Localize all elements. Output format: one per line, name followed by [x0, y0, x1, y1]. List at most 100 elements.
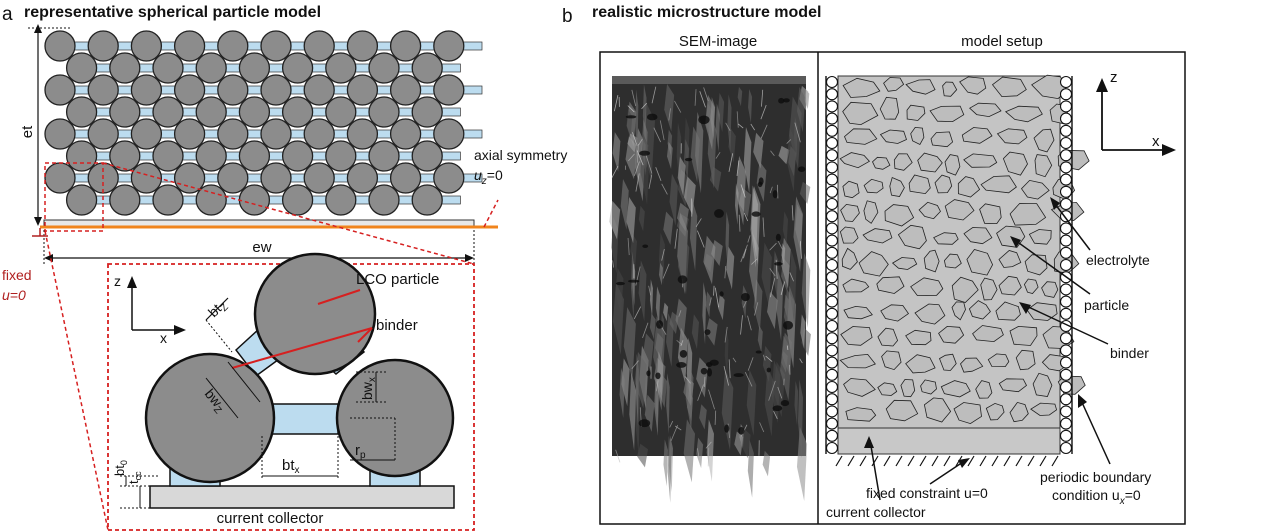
panel-b-letter: b — [562, 6, 573, 27]
stack-particle — [260, 30, 292, 62]
stack-particle — [303, 118, 335, 150]
stack-particle — [433, 30, 465, 62]
stack-particle — [325, 184, 357, 216]
stack-particle — [130, 74, 163, 106]
stack-particle — [217, 30, 249, 62]
periodic-eq: =0 — [1125, 487, 1141, 503]
stack-particle — [44, 118, 76, 150]
stack-particle — [389, 162, 422, 194]
stack-particle — [87, 74, 119, 106]
stack-particle — [346, 118, 379, 150]
bwx-sub: x — [367, 377, 378, 382]
stack-particle — [44, 162, 76, 194]
stack-particle — [152, 96, 184, 128]
binder-leader-left — [231, 327, 373, 369]
fixed-support — [32, 228, 48, 237]
svg-text:btZ: btZ — [205, 296, 231, 322]
stack-particle — [173, 74, 206, 106]
et-arrow-bottom — [34, 217, 42, 226]
rp-sub: p — [360, 450, 366, 461]
model-leaders — [869, 199, 1111, 501]
stack-particle — [109, 52, 141, 84]
et-label: et — [19, 125, 36, 138]
stack-particle — [109, 96, 141, 128]
stack-particle — [260, 118, 292, 150]
stack-particle — [303, 30, 335, 62]
stack-particle — [281, 96, 314, 128]
fixed-label: fixed — [2, 267, 32, 283]
stack-particle — [152, 140, 184, 172]
ew-label: ew — [252, 239, 271, 256]
tcc-label: t — [126, 480, 141, 484]
stack-particle — [238, 96, 271, 128]
model-binder-label: binder — [1110, 345, 1149, 361]
stack-particle — [65, 52, 98, 84]
stack-particle — [325, 52, 357, 84]
detail-particle-top — [253, 252, 377, 376]
stack-particle — [260, 74, 292, 106]
stack-particle — [368, 184, 400, 216]
uz-eq: =0 — [487, 167, 503, 183]
particle-label: particle — [1084, 297, 1129, 313]
axial-symmetry-leader — [483, 199, 499, 228]
stack-particle — [65, 140, 98, 172]
stack-particle — [238, 140, 271, 172]
uz-sub: z — [481, 176, 487, 187]
model-current-collector — [837, 427, 1061, 455]
stack-particle — [346, 30, 379, 62]
bwz-sub: Z — [211, 405, 223, 417]
stack-particle — [389, 74, 422, 106]
fixed-hatch — [835, 455, 1059, 467]
stack-particle — [130, 162, 163, 194]
stack-particle — [65, 184, 98, 216]
uz-base: u — [474, 167, 482, 183]
btx-sub: x — [295, 465, 300, 476]
panel-b-frame — [599, 51, 1186, 525]
svg-text:condition ux=0: condition ux=0 — [1052, 487, 1141, 507]
periodic-sub: x — [1119, 496, 1126, 507]
stack-particle — [217, 162, 249, 194]
stack-particle — [389, 30, 422, 62]
stack-particle — [238, 184, 271, 216]
current-collector-label: current collector — [217, 510, 324, 527]
stack-particle — [411, 52, 443, 84]
detail-current-collector — [149, 485, 455, 509]
stack-particle — [195, 184, 227, 216]
stack-particle — [217, 74, 249, 106]
stack-particle — [281, 52, 314, 84]
axial-symmetry-label: axial symmetry — [474, 147, 567, 163]
panel-a-letter: a — [2, 4, 13, 25]
stack-particle — [281, 184, 314, 216]
periodic-rollers — [825, 75, 1073, 455]
fixed-constraint-label: fixed constraint u=0 — [866, 485, 988, 501]
stack-particle — [109, 140, 141, 172]
stack-particle — [109, 184, 141, 216]
btz-tick — [205, 297, 229, 321]
particle-stack — [44, 30, 483, 216]
stack-particle — [195, 140, 227, 172]
detail-axis-x: x — [160, 330, 167, 346]
stack-particle — [411, 140, 443, 172]
stack-particle — [217, 118, 249, 150]
stack-particle — [433, 118, 465, 150]
stack-particle — [325, 96, 357, 128]
btz-dim — [205, 319, 233, 353]
stack-particle — [368, 52, 400, 84]
stack-particle — [173, 30, 206, 62]
sem-image — [609, 76, 811, 503]
panel-a-title: representative spherical particle model — [24, 4, 321, 21]
model-axes — [1096, 78, 1176, 156]
stack-particle — [325, 140, 357, 172]
bwx-label: bw — [359, 381, 375, 400]
rp-label: r — [355, 442, 360, 459]
model-arrowheads — [864, 197, 1087, 468]
stack-particle — [87, 30, 119, 62]
stack-particle — [303, 162, 335, 194]
stack-particle — [130, 30, 163, 62]
lco-particle-label: LCO particle — [356, 271, 439, 288]
btx-label: bt — [282, 457, 295, 474]
stack-particle — [368, 96, 400, 128]
bt0-sub: 0 — [119, 460, 129, 465]
stack-particle — [152, 184, 184, 216]
